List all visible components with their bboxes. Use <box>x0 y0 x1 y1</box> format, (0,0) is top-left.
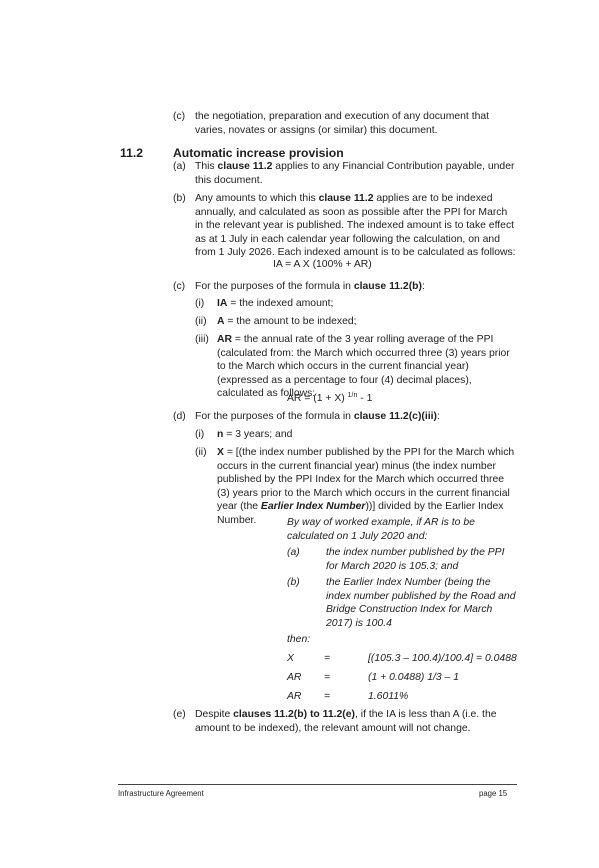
section-number: 11.2 <box>120 146 144 160</box>
formula-ia: IA = A X (100% + AR) <box>273 259 372 270</box>
item-label: (b) <box>173 193 186 204</box>
example-row-eq: = <box>324 653 331 664</box>
footer-title: Infrastructure Agreement <box>118 789 204 798</box>
example-intro: By way of worked example, if AR is to be… <box>287 517 475 542</box>
item-d-text: For the purposes of the formula in claus… <box>195 411 440 422</box>
item-c0-text: the negotiation, preparation and executi… <box>195 111 490 136</box>
example-row-lhs: AR <box>287 672 302 683</box>
clause-ref: clause 11.2(b) <box>353 281 422 292</box>
page-number: page 15 <box>479 789 508 798</box>
item-label: (d) <box>173 411 186 422</box>
subitem-cii-text: A = the amount to be indexed; <box>217 316 357 327</box>
example-row-rhs: 1.6011% <box>368 691 409 702</box>
clause-ref: clause 11.2(c)(iii) <box>353 411 437 422</box>
item-e-text: Despite clauses 11.2(b) to 11.2(e), if t… <box>195 709 497 734</box>
example-row-rhs: (1 + 0.0488) 1/3 – 1 <box>368 672 459 683</box>
clause-ref: clause 11.2 <box>217 161 273 172</box>
subitem-dii-text: X = [(the index number published by the … <box>217 447 515 526</box>
item-b-text: Any amounts to which this clause 11.2 ap… <box>195 193 516 259</box>
item-label: (a) <box>173 161 186 172</box>
footer-divider <box>118 784 517 785</box>
example-a-text: the index number published by the PPI fo… <box>326 547 505 572</box>
item-label: (c) <box>173 111 186 122</box>
section-title: Automatic increase provision <box>173 146 344 160</box>
example-b-text: the Earlier Index Number (being the inde… <box>326 577 516 629</box>
item-label: (e) <box>173 709 186 720</box>
subitem-label: (ii) <box>195 316 207 327</box>
example-row-rhs: [(105.3 – 100.4)/100.4] = 0.0488 <box>368 653 517 664</box>
clause-ref: clause 11.2 <box>318 193 374 204</box>
subitem-label: (i) <box>195 429 205 440</box>
example-label: (b) <box>287 577 300 588</box>
example-row-lhs: X <box>287 653 294 664</box>
subitem-label: (ii) <box>195 447 207 458</box>
example-then: then: <box>287 634 311 645</box>
subitem-di-text: n = 3 years; and <box>217 429 293 440</box>
example-label: (a) <box>287 547 300 558</box>
subitem-label: (i) <box>195 298 205 309</box>
formula-ar: AR = (1 + X) 1/n - 1 <box>287 392 373 404</box>
item-label: (c) <box>173 281 186 292</box>
item-c-text: For the purposes of the formula in claus… <box>195 281 425 292</box>
example-row-eq: = <box>324 691 331 702</box>
subitem-ciii-text: AR = the annual rate of the 3 year rolli… <box>217 334 510 400</box>
example-row-lhs: AR <box>287 691 302 702</box>
example-row-eq: = <box>324 672 331 683</box>
subitem-label: (iii) <box>195 334 209 345</box>
subitem-ci-text: IA = the indexed amount; <box>217 298 334 309</box>
clause-ref: clauses 11.2(b) to 11.2(e) <box>233 709 355 720</box>
item-a-text: This clause 11.2 applies to any Financia… <box>195 161 515 186</box>
